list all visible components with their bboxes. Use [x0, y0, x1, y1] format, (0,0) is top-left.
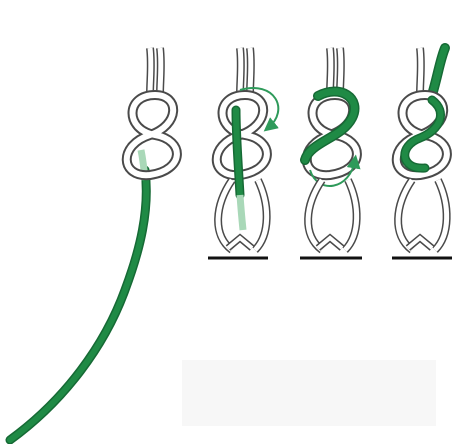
blank-caption-area [182, 360, 436, 426]
step-4-figure-eight [392, 48, 452, 258]
step-1-figure-eight [10, 48, 177, 440]
green-rope-tail [10, 170, 146, 440]
step-3-figure-eight [300, 48, 362, 258]
step-2-figure-eight [208, 48, 278, 258]
